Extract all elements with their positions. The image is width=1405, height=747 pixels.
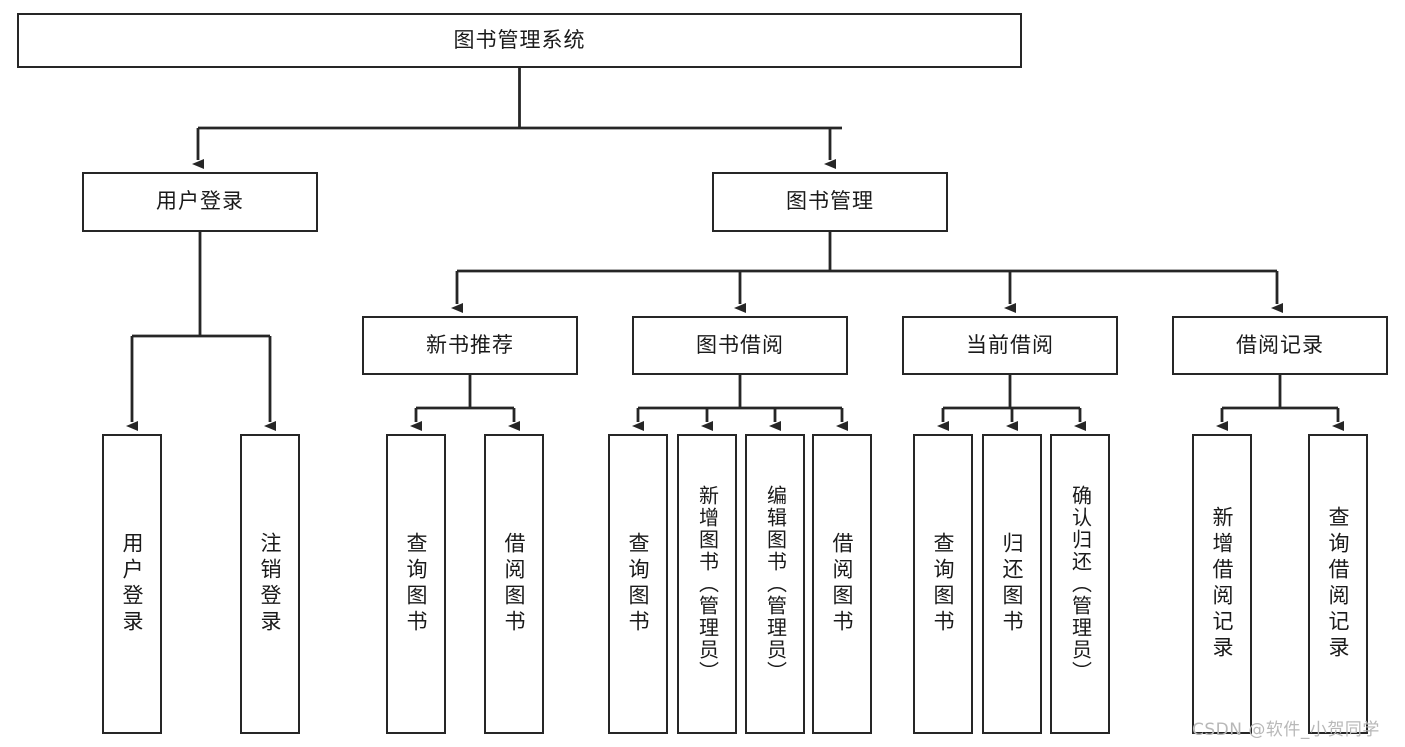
node-leaf-add-borrow-record[interactable]: 新增借阅记录 bbox=[1192, 434, 1252, 734]
node-leaf-confirm-return-admin[interactable]: 确认归还（管理员） bbox=[1050, 434, 1110, 734]
csdn-watermark: CSDN @软件_小贺同学 bbox=[1192, 720, 1380, 740]
node-leaf-return-book[interactable]: 归还图书 bbox=[982, 434, 1042, 734]
node-leaf-add-book-admin[interactable]: 新增图书（管理员） bbox=[677, 434, 737, 734]
node-leaf-user-login[interactable]: 用户登录 bbox=[102, 434, 162, 734]
node-leaf-borrow-book-recommend[interactable]: 借阅图书 bbox=[484, 434, 544, 734]
node-book-borrow[interactable]: 图书借阅 bbox=[632, 316, 848, 375]
node-leaf-borrow-book[interactable]: 借阅图书 bbox=[812, 434, 872, 734]
node-borrow-record[interactable]: 借阅记录 bbox=[1172, 316, 1388, 375]
node-leaf-query-borrow-record[interactable]: 查询借阅记录 bbox=[1308, 434, 1368, 734]
node-leaf-query-book-current[interactable]: 查询图书 bbox=[913, 434, 973, 734]
node-book-manage[interactable]: 图书管理 bbox=[712, 172, 948, 232]
node-new-book-recommend[interactable]: 新书推荐 bbox=[362, 316, 578, 375]
node-root-system[interactable]: 图书管理系统 bbox=[17, 13, 1022, 68]
node-user-login[interactable]: 用户登录 bbox=[82, 172, 318, 232]
node-leaf-query-book-borrow[interactable]: 查询图书 bbox=[608, 434, 668, 734]
node-leaf-edit-book-admin[interactable]: 编辑图书（管理员） bbox=[745, 434, 805, 734]
node-leaf-logout[interactable]: 注销登录 bbox=[240, 434, 300, 734]
node-current-borrow[interactable]: 当前借阅 bbox=[902, 316, 1118, 375]
node-leaf-query-book-recommend[interactable]: 查询图书 bbox=[386, 434, 446, 734]
